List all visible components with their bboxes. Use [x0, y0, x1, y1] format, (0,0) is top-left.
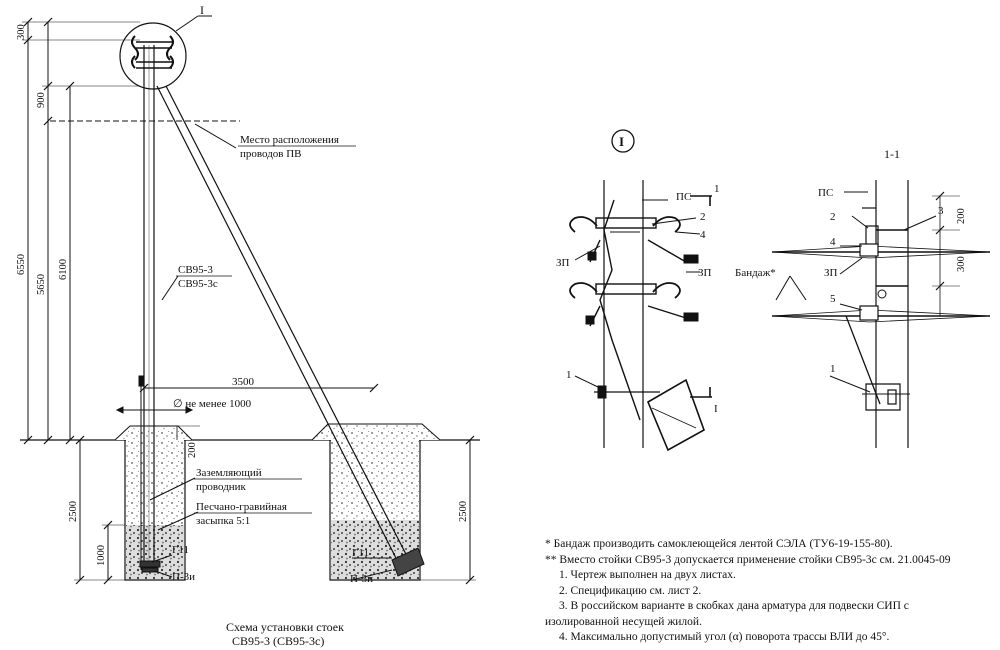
note-1: 1. Чертеж выполнен на двух листах. — [559, 569, 736, 581]
dim-1000: 1000 — [96, 545, 107, 566]
detail-I-labels: I 1 I ПС 2 4 ЗП ЗП 1 — [556, 134, 720, 415]
detail-num4: 4 — [700, 229, 706, 241]
caption-1: Схема установки стоек — [226, 620, 344, 634]
section-bandage: Бандаж* — [735, 267, 776, 279]
section-num1: 1 — [830, 363, 836, 375]
dim-2500-left: 2500 — [68, 501, 79, 522]
detail-ps: ПС — [676, 191, 691, 203]
g11-left: Г11 — [172, 544, 189, 556]
ground-label-1: Заземляющий — [196, 467, 262, 479]
pole-label-1: СВ95-3 — [178, 264, 213, 276]
note-pole-alt: ** Вместо стойки СВ95-3 допускается прим… — [545, 553, 951, 566]
note-3-cont: изолированной несущей жилой. — [545, 615, 702, 628]
detail-num1: 1 — [566, 369, 572, 381]
caption-2: СВ95-3 (СВ95-3с) — [232, 634, 324, 648]
note-2: 2. Спецификацию см. лист 2. — [559, 584, 702, 597]
dim-6100: 6100 — [58, 259, 69, 280]
p3i-left: П-3и — [172, 571, 195, 583]
callout-I: I — [200, 3, 204, 17]
note-bandage: * Бандаж производить самоклеющейся ленто… — [545, 538, 893, 550]
pole-label-2: СВ95-3с — [178, 278, 218, 290]
notes-block: * Бандаж производить самоклеющейся ленто… — [545, 537, 995, 646]
dim-3500: 3500 — [232, 376, 255, 388]
detail-I — [569, 129, 712, 452]
detail-zp-left: ЗП — [556, 257, 570, 269]
section-num3: 3 — [938, 205, 944, 217]
section-dim-200: 200 — [956, 208, 967, 224]
detail-section-mark: 1 — [714, 183, 720, 195]
note-4: 4. Максимально допустимый угол (α) повор… — [559, 631, 890, 643]
section-num2: 2 — [830, 211, 836, 223]
installation-scheme — [20, 15, 480, 585]
dim-5650: 5650 — [36, 274, 47, 295]
detail-section-mark-bottom: I — [714, 403, 718, 415]
section-1-1-labels: 1-1 ПС 2 3 4 ЗП Бандаж* 5 1 200 300 — [735, 147, 967, 375]
section-1-1 — [771, 180, 991, 448]
ground-label-2: проводник — [196, 481, 247, 493]
backfill-label-2: засыпка 5:1 — [196, 515, 250, 527]
installation-labels: I 300 900 6550 5650 6100 200 2500 1000 2… — [16, 3, 469, 648]
backfill-label-1: Песчано-гравийная — [196, 501, 287, 513]
dim-900: 900 — [36, 92, 47, 108]
detail-num2: 2 — [700, 211, 706, 223]
section-title: 1-1 — [884, 147, 900, 161]
section-ps: ПС — [818, 187, 833, 199]
g11-right: Г11 — [352, 547, 369, 559]
wires-label-1: Место расположения — [240, 134, 339, 146]
dim-2500-right: 2500 — [458, 501, 469, 522]
detail-zp-right: ЗП — [698, 267, 712, 279]
dim-300: 300 — [16, 24, 27, 40]
note-3: 3. В российском варианте в скобках дана … — [559, 600, 909, 612]
section-num5: 5 — [830, 293, 836, 305]
wires-label-2: проводов ПВ — [240, 148, 302, 160]
dim-200-left: 200 — [187, 442, 198, 458]
section-zp: ЗП — [824, 267, 838, 279]
p3i-right: П-3и — [350, 573, 373, 585]
detail-title: I — [619, 134, 624, 149]
section-dim-300: 300 — [956, 256, 967, 272]
section-num4: 4 — [830, 236, 836, 248]
dim-6550: 6550 — [16, 254, 27, 275]
diameter-label: ∅ не менее 1000 — [173, 398, 252, 410]
